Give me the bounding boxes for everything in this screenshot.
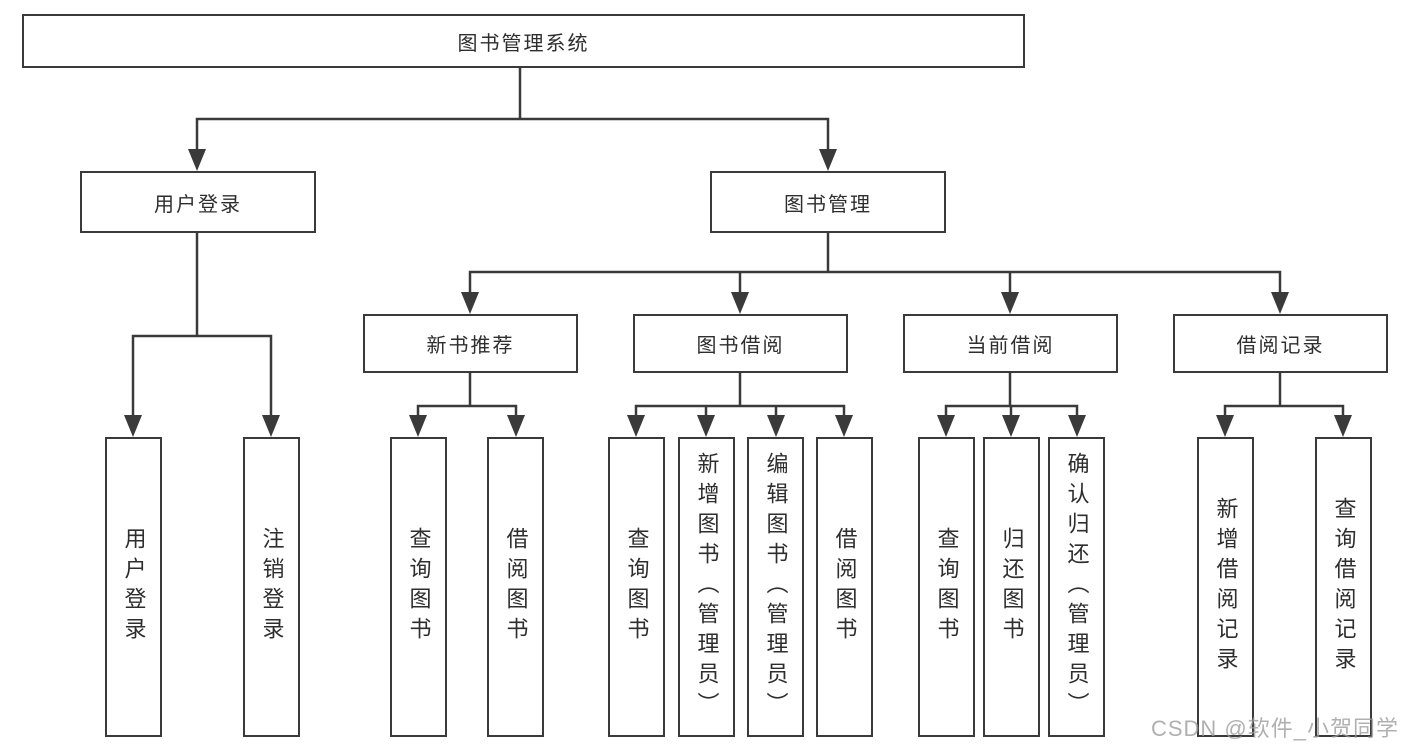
leaf-add-book-admin: 新增图书（管理员） [678, 437, 735, 737]
node-label: 新增图书（管理员） [694, 452, 720, 722]
arrow-down-icon [507, 415, 525, 437]
node-book-borrowing: 图书借阅 [633, 314, 848, 373]
arrow-down-icon [937, 415, 955, 437]
arrow-down-icon [697, 415, 715, 437]
node-label: 确认归还（管理员） [1064, 452, 1090, 722]
arrow-down-icon [835, 415, 853, 437]
leaf-query-books: 查询图书 [918, 437, 975, 737]
leaf-borrow-books: 借阅图书 [487, 437, 544, 737]
leaf-logout: 注销登录 [243, 437, 300, 737]
node-label: 借阅图书 [503, 527, 529, 647]
arrow-down-icon [188, 149, 206, 171]
arrow-down-icon [1068, 415, 1086, 437]
arrow-down-icon [627, 415, 645, 437]
node-label: 查询图书 [406, 527, 432, 647]
node-label: 查询图书 [934, 527, 960, 647]
leaf-user-login: 用户登录 [105, 437, 162, 737]
arrow-down-icon [1334, 415, 1352, 437]
leaf-query-books: 查询图书 [608, 437, 665, 737]
node-book-management: 图书管理 [710, 171, 946, 233]
node-label: 借阅记录 [1236, 335, 1325, 357]
arrow-down-icon [1271, 292, 1289, 314]
arrow-down-icon [1216, 415, 1234, 437]
node-label: 图书管理 [784, 193, 872, 216]
node-borrowing-records: 借阅记录 [1173, 314, 1388, 373]
arrow-down-icon [819, 149, 837, 171]
node-new-book-recommendation: 新书推荐 [363, 314, 578, 373]
node-label: 借阅图书 [832, 527, 858, 647]
leaf-edit-book-admin: 编辑图书（管理员） [747, 437, 804, 737]
arrow-down-icon [461, 292, 479, 314]
node-label: 新书推荐 [426, 335, 515, 357]
leaf-query-books: 查询图书 [390, 437, 447, 737]
leaf-borrow-books: 借阅图书 [816, 437, 873, 737]
arrow-down-icon [1002, 415, 1020, 437]
node-label: 用户登录 [121, 527, 147, 647]
csdn-watermark: CSDN @软件_小贺同学 [1150, 716, 1399, 741]
node-label: 查询借阅记录 [1331, 497, 1357, 677]
node-current-borrowing: 当前借阅 [903, 314, 1118, 373]
node-label: 图书管理系统 [457, 32, 590, 55]
node-label: 查询图书 [624, 527, 650, 647]
arrow-down-icon [262, 415, 280, 437]
node-label: 当前借阅 [966, 335, 1055, 357]
node-book-management-system: 图书管理系统 [22, 14, 1025, 68]
node-label: 新增借阅记录 [1213, 497, 1239, 677]
node-label: 编辑图书（管理员） [763, 452, 789, 722]
arrow-down-icon [731, 292, 749, 314]
node-label: 用户登录 [154, 193, 242, 216]
node-label: 归还图书 [999, 527, 1025, 647]
arrow-down-icons [124, 149, 1352, 437]
arrow-down-icon [1001, 292, 1019, 314]
node-user-login: 用户登录 [80, 171, 316, 233]
node-label: 注销登录 [259, 527, 285, 647]
connector-lines [131, 68, 1345, 418]
leaf-confirm-return-admin: 确认归还（管理员） [1048, 437, 1105, 737]
leaf-query-borrow-record: 查询借阅记录 [1315, 437, 1372, 737]
arrow-down-icon [409, 415, 427, 437]
arrow-down-icon [767, 415, 785, 437]
leaf-add-borrow-record: 新增借阅记录 [1197, 437, 1254, 737]
arrow-down-icon [124, 415, 142, 437]
leaf-return-books: 归还图书 [983, 437, 1040, 737]
node-label: 图书借阅 [696, 335, 785, 357]
